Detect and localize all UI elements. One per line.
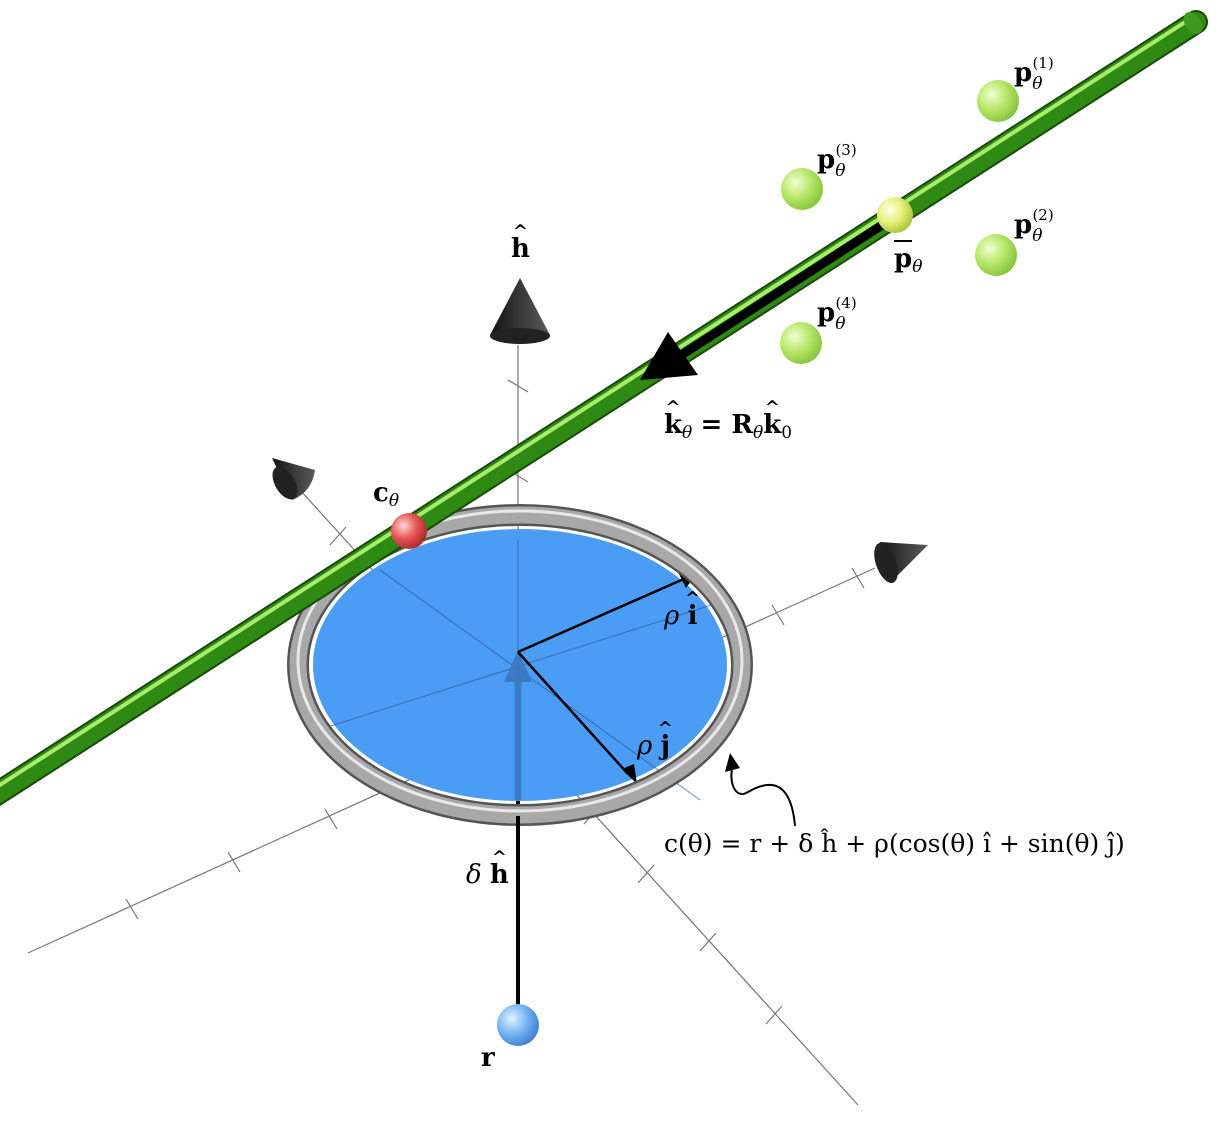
cone-up bbox=[490, 278, 550, 343]
label-p3: pθ(3) bbox=[817, 141, 857, 181]
label-rho-j: ρ ^j bbox=[637, 718, 673, 761]
k-theta-arrow bbox=[677, 214, 896, 360]
label-p4: pθ(4) bbox=[817, 294, 857, 334]
label-pbar: pθ bbox=[894, 240, 922, 276]
label-p2: pθ(2) bbox=[1014, 206, 1054, 246]
point-pbar bbox=[877, 197, 913, 233]
label-c-theta: cθ bbox=[373, 478, 400, 511]
point-p2 bbox=[975, 234, 1017, 276]
point-r bbox=[497, 1004, 539, 1046]
axis-cones bbox=[272, 278, 928, 584]
k-theta-arrowhead bbox=[640, 332, 698, 380]
point-p3 bbox=[781, 168, 823, 210]
label-rho-i: ρ ^i bbox=[664, 588, 701, 631]
label-k-theta-equation: ^kθ = Rθ^k0 bbox=[664, 397, 793, 443]
point-p1 bbox=[977, 80, 1019, 122]
label-p1: pθ(1) bbox=[1014, 54, 1054, 94]
normal-arrow-head bbox=[504, 650, 532, 682]
label-delta-h: δ ^h bbox=[466, 847, 509, 890]
point-c-theta bbox=[391, 513, 427, 549]
label-circle-equation: c(θ) = r + δ ĥ + ρ(cos(θ) î + sin(θ) ĵ) bbox=[664, 829, 1125, 858]
equation-pointer bbox=[730, 762, 796, 827]
point-p4 bbox=[780, 322, 822, 364]
line-tube bbox=[0, 10, 1208, 806]
label-r: r bbox=[481, 1043, 495, 1073]
label-h-axis: ^h bbox=[511, 221, 530, 264]
